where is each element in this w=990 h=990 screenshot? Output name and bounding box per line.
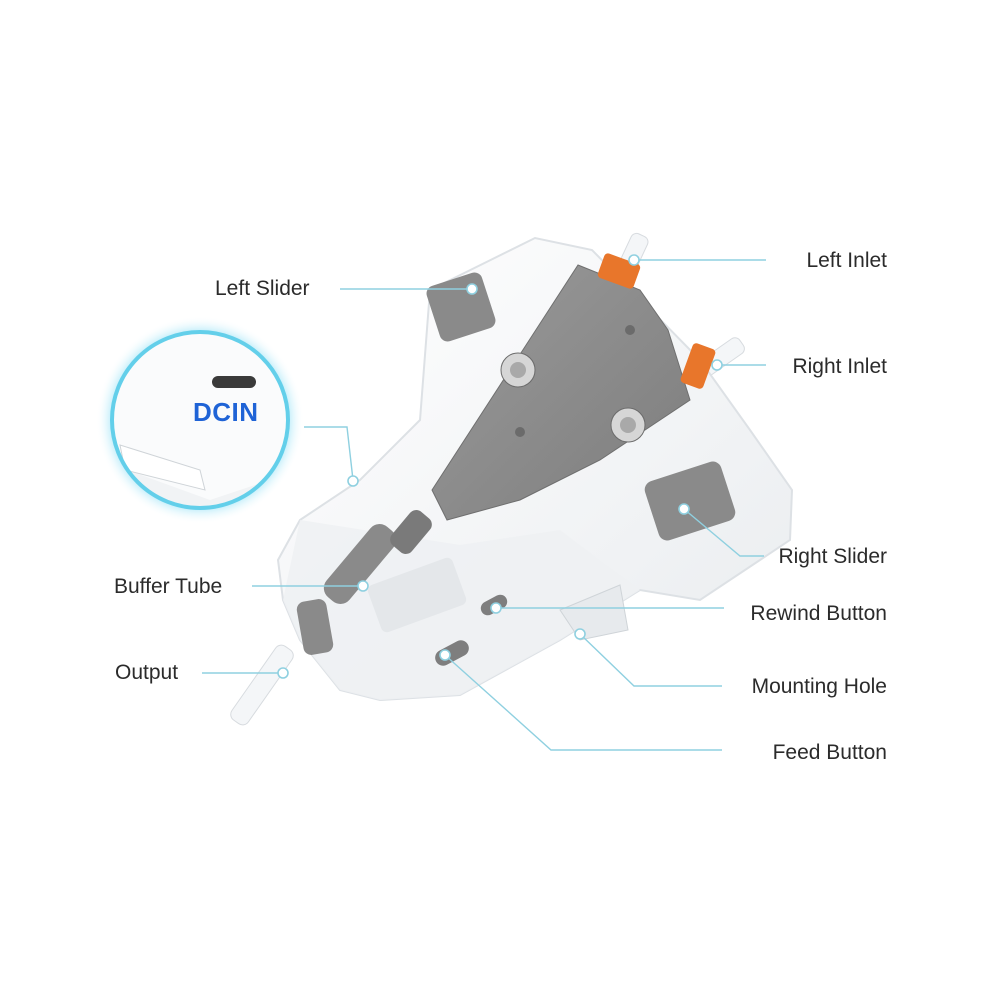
- label-right-inlet: Right Inlet: [792, 355, 887, 378]
- right-slider-knob: [644, 461, 736, 541]
- label-left-slider: Left Slider: [215, 277, 310, 300]
- label-right-slider: Right Slider: [778, 545, 887, 568]
- buffer-device: [230, 232, 794, 726]
- leader-feed-button: [444, 654, 722, 751]
- leader-lines: [202, 259, 766, 751]
- dcin-inset: [96, 316, 304, 524]
- buffer-tube-body: [323, 524, 397, 604]
- leader-right-slider: [683, 508, 764, 557]
- dcin-port-label: DCIN: [193, 397, 259, 427]
- leader-dcin: [304, 426, 354, 481]
- label-rewind-button: Rewind Button: [750, 602, 887, 625]
- label-output: Output: [115, 661, 179, 684]
- label-buffer-tube: Buffer Tube: [114, 575, 223, 598]
- usb-c-port: [212, 376, 256, 388]
- screws: [500, 325, 646, 443]
- left-slider-knob: [426, 272, 496, 342]
- label-mounting-hole: Mounting Hole: [751, 675, 887, 698]
- leader-mounting-hole: [579, 633, 722, 687]
- label-feed-button: Feed Button: [772, 741, 887, 764]
- leader-dots: [277, 254, 723, 679]
- label-left-inlet: Left Inlet: [806, 249, 887, 272]
